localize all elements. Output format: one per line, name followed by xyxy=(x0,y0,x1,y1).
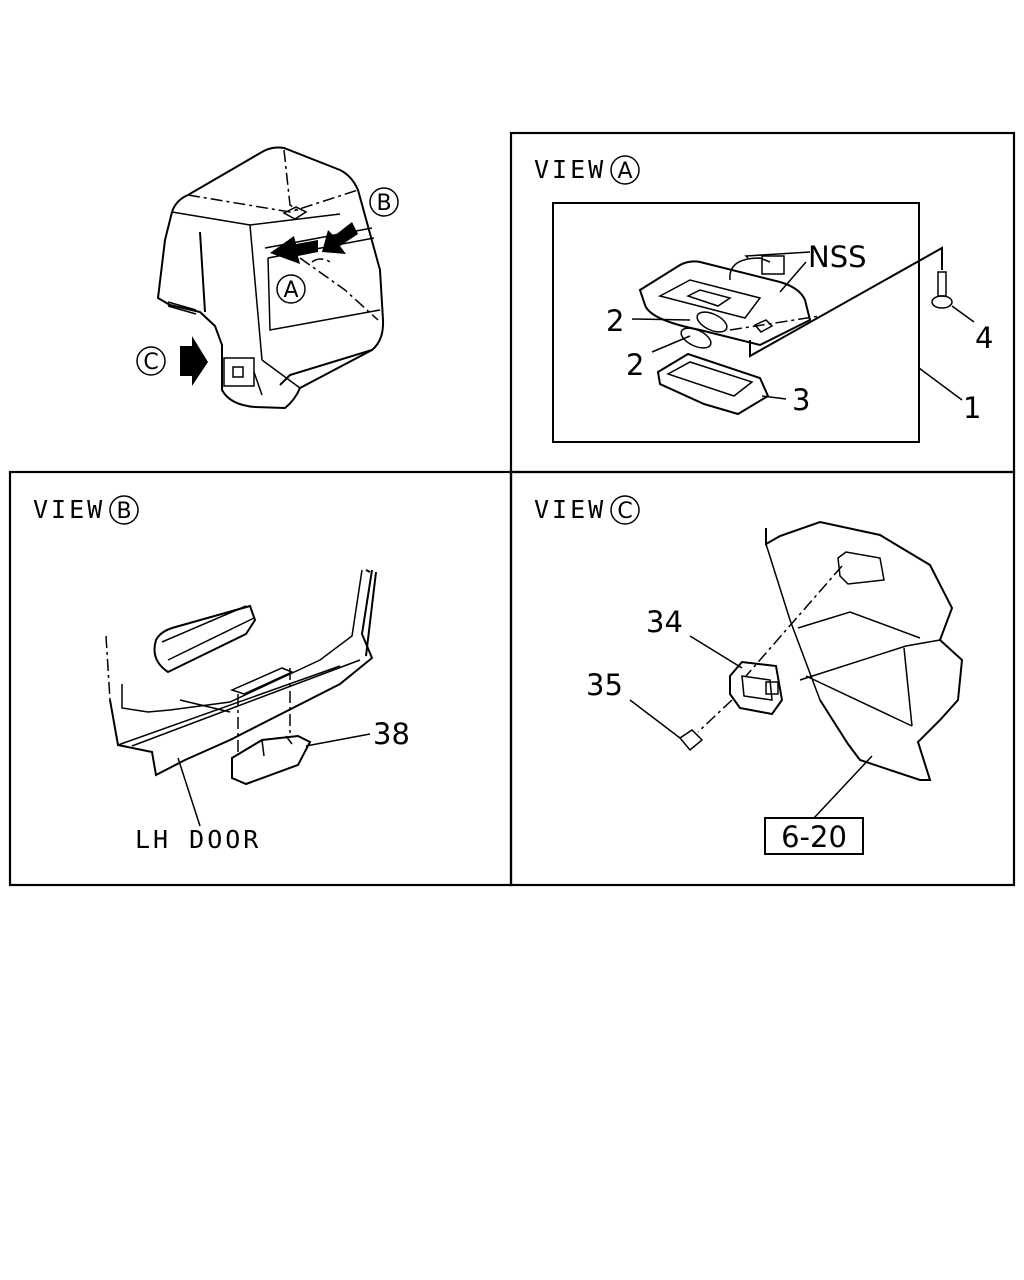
view-c-frame xyxy=(509,470,1016,887)
label-4: 4 xyxy=(975,321,993,355)
view-c-letter: C xyxy=(617,499,632,524)
view-a-title: VIEW xyxy=(534,155,606,184)
screw-35 xyxy=(678,729,704,752)
view-c: VIEW C 34 35 6-20 xyxy=(534,495,964,855)
callout-c-circle xyxy=(136,346,166,376)
bracket-34 xyxy=(729,660,784,716)
screw-4 xyxy=(937,271,947,297)
label-35: 35 xyxy=(586,668,623,702)
view-b-title: VIEW xyxy=(33,495,105,524)
cab-overview: A B C xyxy=(136,146,399,410)
label-34: 34 xyxy=(646,605,683,639)
label-38: 38 xyxy=(373,717,410,751)
callout-b-letter: B xyxy=(376,191,391,216)
view-c-title: VIEW xyxy=(534,495,606,524)
view-b: VIEW B 38 LH DOOR xyxy=(33,495,410,854)
label-1: 1 xyxy=(963,391,981,425)
view-b-letter: B xyxy=(116,499,131,524)
label-3: 3 xyxy=(792,383,810,417)
label-nss: NSS xyxy=(808,240,867,274)
arrow-c xyxy=(180,336,208,386)
label-lh-door: LH DOOR xyxy=(135,825,261,854)
lamp-38 xyxy=(231,734,312,786)
lamp-lens xyxy=(656,352,770,416)
label-2-upper: 2 xyxy=(606,304,624,338)
bulb-upper xyxy=(696,311,728,333)
view-a-letter-circle xyxy=(610,155,640,185)
arrow-up-a xyxy=(270,236,318,264)
view-a: VIEW A NSS 2 2 3 4 1 xyxy=(534,155,993,443)
view-a-inset xyxy=(552,202,920,443)
arrow-in-b xyxy=(322,222,358,254)
ref-box-frame xyxy=(764,817,864,855)
view-a-letter: A xyxy=(617,159,632,184)
bulb-lower xyxy=(680,327,712,349)
callout-b-circle xyxy=(369,187,399,217)
callout-c-letter: C xyxy=(143,350,158,375)
view-b-letter-circle xyxy=(109,495,139,525)
label-2-lower: 2 xyxy=(626,348,644,382)
panel-frames xyxy=(8,131,1016,887)
ref-box-label: 6-20 xyxy=(781,820,847,854)
view-c-letter-circle xyxy=(610,495,640,525)
callout-a-circle xyxy=(276,274,306,304)
callout-a-letter: A xyxy=(283,278,298,303)
view-b-frame xyxy=(8,470,513,887)
